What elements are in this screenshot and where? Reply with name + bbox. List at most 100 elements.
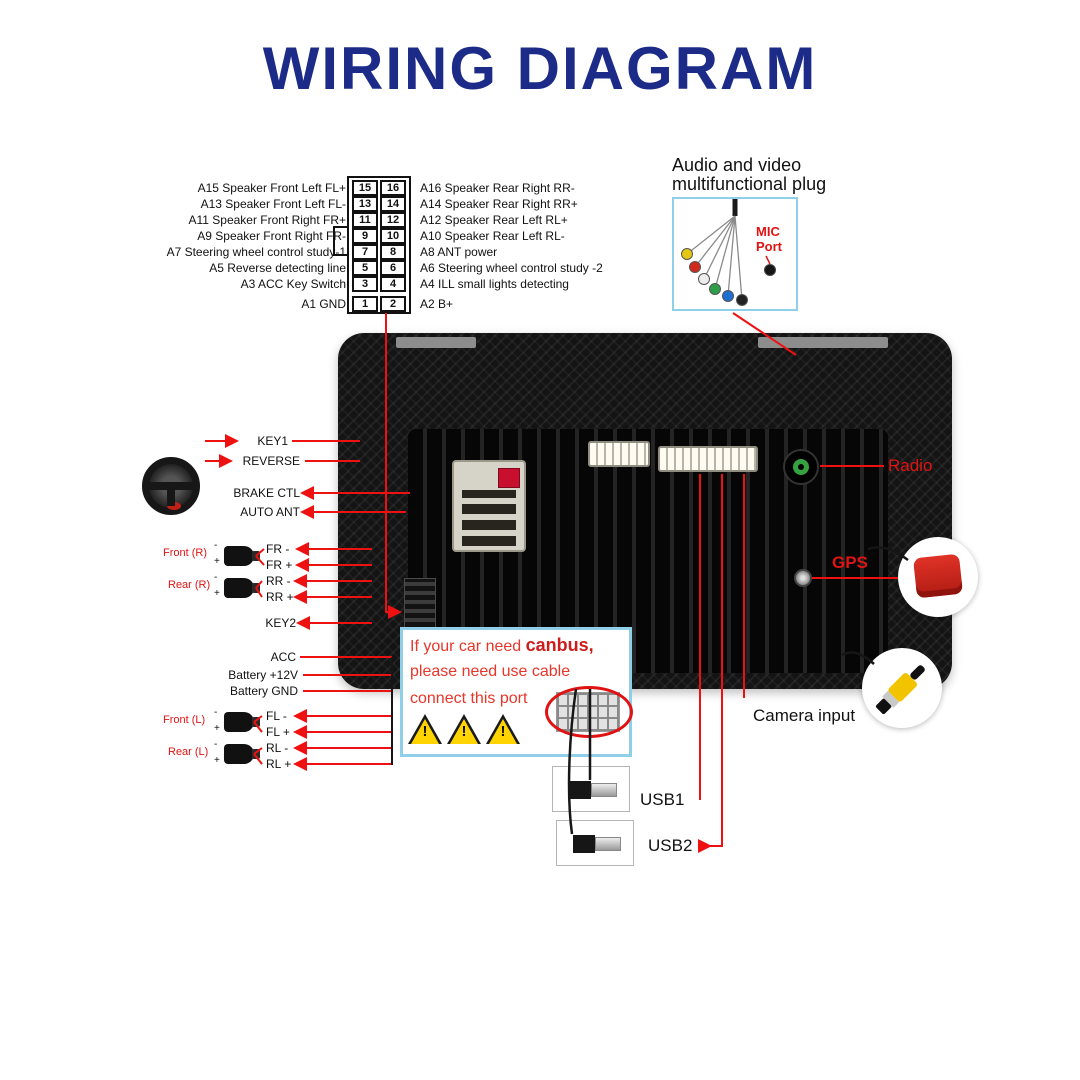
gps-antenna-icon xyxy=(913,553,963,599)
usb-body xyxy=(573,835,595,853)
pin-cell: 14 xyxy=(380,196,406,212)
mounting-bracket xyxy=(758,337,888,348)
mounting-bracket xyxy=(396,337,476,348)
canbus-note-line1-bold: canbus, xyxy=(525,635,594,655)
pin-cell: 11 xyxy=(352,212,378,228)
rca-cable xyxy=(909,663,927,681)
polarity-plus: + xyxy=(214,755,220,766)
speaker-plug-icon xyxy=(224,578,260,598)
pin-label-left: A7 Steering wheel control study-1 xyxy=(166,245,346,259)
speaker-group-front-l: Front (L) xyxy=(163,714,206,726)
pin-label-right: A6 Steering wheel control study -2 xyxy=(420,261,603,275)
usb-body xyxy=(569,781,591,799)
pin-cell: 8 xyxy=(380,244,406,260)
mic-port-label-line1: MIC xyxy=(756,224,780,239)
wire-label-battery-gnd: Battery GND xyxy=(229,684,298,698)
usb-shell xyxy=(595,837,621,851)
warning-triangle-icon: ! xyxy=(486,714,520,744)
audio-plug-label-line1: Audio and video xyxy=(672,155,802,175)
usb-shell xyxy=(591,783,617,797)
polarity-plus: + xyxy=(214,588,220,599)
wire-label-fr-minus: FR - xyxy=(266,542,290,556)
wire-label-battery-12v: Battery +12V xyxy=(228,668,298,682)
canbus-note-line2: please need use cable xyxy=(410,663,571,680)
pin-label-right: A12 Speaker Rear Left RL+ xyxy=(420,213,568,227)
gps-label: GPS xyxy=(832,553,868,572)
wire-label-reverse: REVERSE xyxy=(242,454,300,468)
wire-label-fl-plus: FL + xyxy=(266,725,290,739)
harness-connector-small xyxy=(588,441,650,467)
pin-cell: 4 xyxy=(380,276,406,292)
audio-plug-box xyxy=(672,197,798,311)
pin-label-left: A3 ACC Key Switch xyxy=(240,277,346,291)
wire-label-acc: ACC xyxy=(270,650,296,664)
harness-connector-large xyxy=(658,446,758,472)
pin-label-left: A11 Speaker Front Right FR+ xyxy=(188,213,346,227)
speaker-plug-icon xyxy=(224,546,260,566)
pin-cell: 6 xyxy=(380,260,406,276)
connector-outline xyxy=(347,176,411,314)
red-switch xyxy=(498,468,520,488)
polarity-minus: - xyxy=(214,739,218,750)
pin-label-right: A10 Speaker Rear Left RL- xyxy=(420,229,565,243)
pin-label-right: A2 B+ xyxy=(420,297,454,311)
radio-label: Radio xyxy=(888,456,933,475)
wire-label-brakectl: BRAKE CTL xyxy=(233,486,300,500)
speaker-group-rear-r: Rear (R) xyxy=(168,579,211,591)
pin-cell: 2 xyxy=(380,296,406,312)
wire-label-rl-plus: RL + xyxy=(266,757,292,771)
power-harness-socket xyxy=(452,460,526,552)
polarity-minus: - xyxy=(214,540,218,551)
pin-cell: 1 xyxy=(352,296,378,312)
wire-label-key1: KEY1 xyxy=(257,434,288,448)
polarity-plus: + xyxy=(214,556,220,567)
camera-input-label: Camera input xyxy=(753,706,856,725)
audio-plug-label-line2: multifunctional plug xyxy=(672,174,827,194)
pin-label-right: A4 ILL small lights detecting xyxy=(420,277,569,291)
pin-cell: 16 xyxy=(380,180,406,196)
usb2-label: USB2 xyxy=(648,836,693,855)
wheel-accent xyxy=(167,502,181,510)
pin-label-right: A14 Speaker Rear Right RR+ xyxy=(420,197,578,211)
pin-cell: 12 xyxy=(380,212,406,228)
main-feed-connector xyxy=(404,578,436,632)
pin-label-left: A5 Reverse detecting line xyxy=(209,261,346,275)
radio-antenna-jack xyxy=(783,449,819,485)
mic-port-label-line2: Port xyxy=(756,239,782,254)
warning-triangle-icon: ! xyxy=(447,714,481,744)
pin-cell: 13 xyxy=(352,196,378,212)
wire-label-autoant: AUTO ANT xyxy=(240,505,300,519)
canbus-note-line1-text: If your car need xyxy=(410,638,526,655)
wire-label-key2: KEY2 xyxy=(265,616,296,630)
pin-cell: 7 xyxy=(352,244,378,260)
canbus-port-highlight xyxy=(545,686,633,738)
polarity-plus: + xyxy=(214,723,220,734)
canbus-note-line3: connect this port xyxy=(410,690,528,707)
pin-cell: 3 xyxy=(352,276,378,292)
usb2-plug-icon xyxy=(556,820,634,866)
speaker-group-front-r: Front (R) xyxy=(163,547,207,559)
pin-cell: 15 xyxy=(352,180,378,196)
pin-cell: 10 xyxy=(380,228,406,244)
page-title: WIRING DIAGRAM xyxy=(262,35,818,102)
mic-port-icon xyxy=(764,264,776,276)
pin-label-left: A1 GND xyxy=(301,297,346,311)
speaker-plug-icon xyxy=(224,712,260,732)
warning-triangle-icon: ! xyxy=(408,714,442,744)
pin-cell: 5 xyxy=(352,260,378,276)
pin-label-left: A9 Speaker Front Right FR- xyxy=(197,229,346,243)
polarity-minus: - xyxy=(214,707,218,718)
wire-label-rr-plus: RR + xyxy=(266,590,294,604)
pin-cell: 9 xyxy=(352,228,378,244)
pin-label-left: A15 Speaker Front Left FL+ xyxy=(197,181,346,195)
pin-label-right: A16 Speaker Rear Right RR- xyxy=(420,181,575,195)
polarity-minus: - xyxy=(214,572,218,583)
speaker-plug-icon xyxy=(224,744,260,764)
usb1-plug-icon xyxy=(552,766,630,812)
canbus-note-line1: If your car need canbus, xyxy=(410,636,594,656)
wire-label-rr-minus: RR - xyxy=(266,574,291,588)
pin-label-right: A8 ANT power xyxy=(420,245,498,259)
wire-label-rl-minus: RL - xyxy=(266,741,289,755)
usb1-label: USB1 xyxy=(640,790,685,809)
